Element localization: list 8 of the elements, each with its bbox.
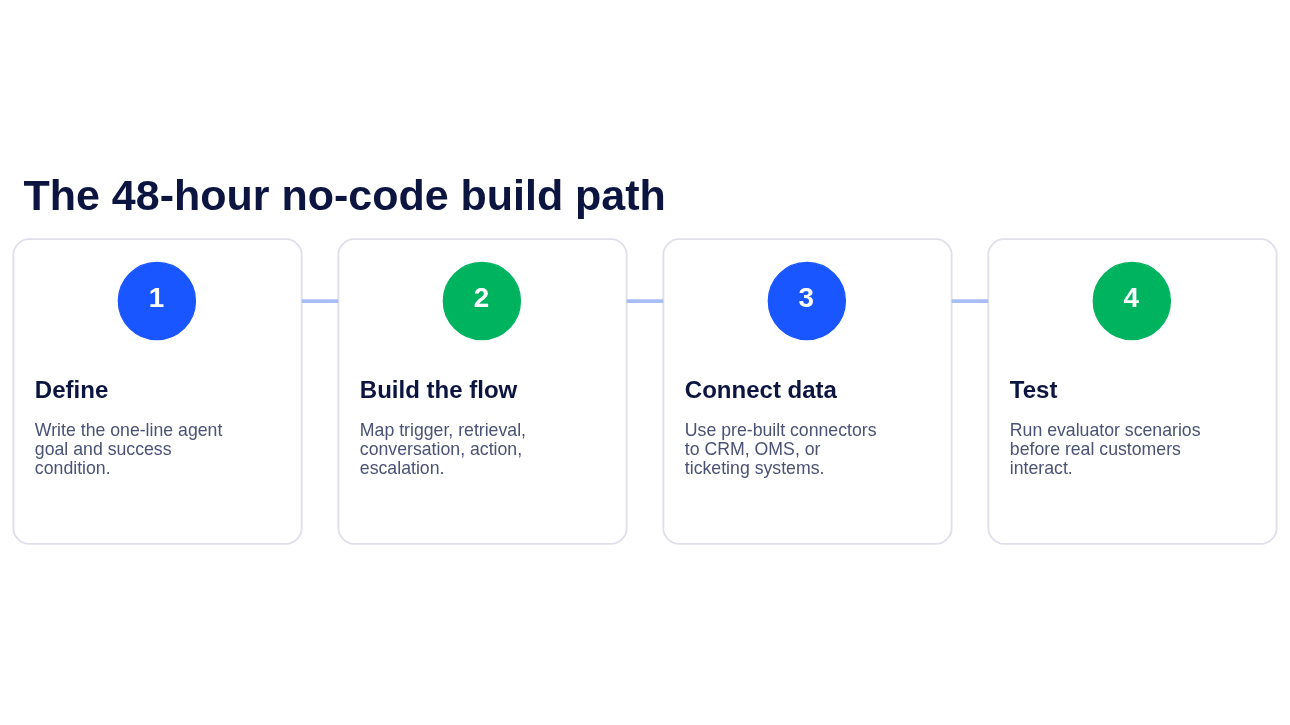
diagram-title: The 48-hour no-code build path [23,170,666,219]
connector [301,298,339,303]
connector [951,298,989,303]
node-circle: 4 [1092,261,1172,340]
node-circle: 3 [767,261,847,340]
connector [626,298,664,303]
node-circle: 2 [442,261,522,340]
node-circle: 1 [117,261,197,340]
